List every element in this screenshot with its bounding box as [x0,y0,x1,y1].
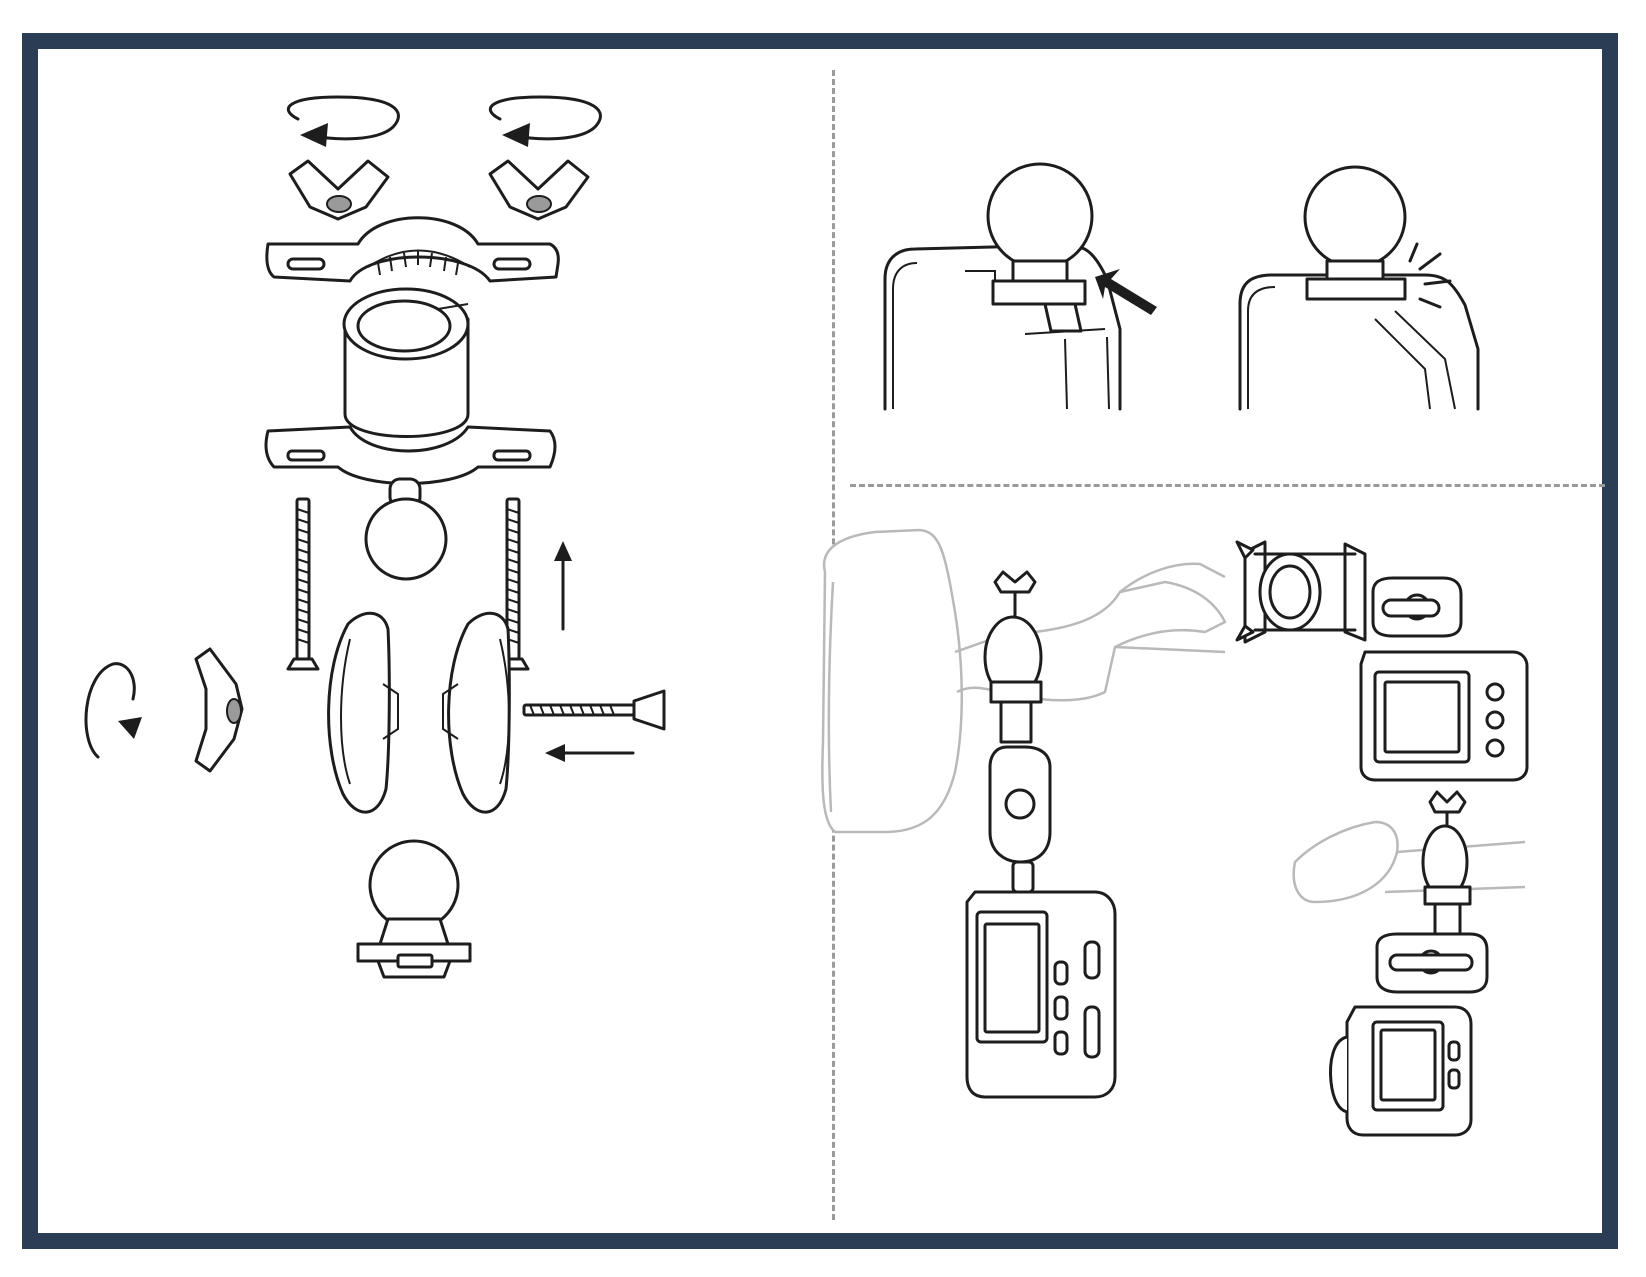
rotate-arrow-icon-right [488,95,602,147]
wing-nut-left [288,159,390,221]
dash-camera-3 [1329,932,1489,1137]
rotate-arrow-icon-left [286,95,400,147]
long-screw-left [286,497,320,671]
ball-adapter-step-2 [1303,165,1407,301]
double-socket-arm-right-half [442,611,511,814]
installation-examples-panel [821,492,1602,1233]
handlebar-background [1292,820,1526,904]
exploded-view-panel [38,49,833,1233]
side-wing-nut [194,647,244,773]
attach-adapter-panel [845,49,1602,479]
rubber-sleeve [342,287,470,438]
wing-nut-right [488,159,590,221]
ball-adapter-step-1 [965,162,1094,333]
up-arrow-icon [554,541,572,631]
handlebar-clamp-mount-2 [1235,540,1367,644]
click-lines-icon [1408,242,1452,309]
push-arrow-icon [1095,269,1157,315]
side-screw [522,689,666,731]
camera-body-step-2 [1238,273,1480,411]
top-clamp-bracket [265,216,560,283]
bottom-clamp-bracket [264,425,557,581]
rotate-arrow-icon-side [84,662,142,759]
handlebar-clamp-mount-3 [1421,790,1472,939]
left-arrow-icon [545,744,635,762]
ball-adapter-base [356,839,472,979]
handlebar-clamp-mount-1 [983,570,1052,894]
double-socket-arm-left-half [327,611,399,814]
dash-camera-2 [1359,576,1529,782]
dash-camera-1 [965,890,1117,1099]
camera-body-step-1 [883,243,1122,411]
horizontal-dashed-divider [850,484,1605,487]
